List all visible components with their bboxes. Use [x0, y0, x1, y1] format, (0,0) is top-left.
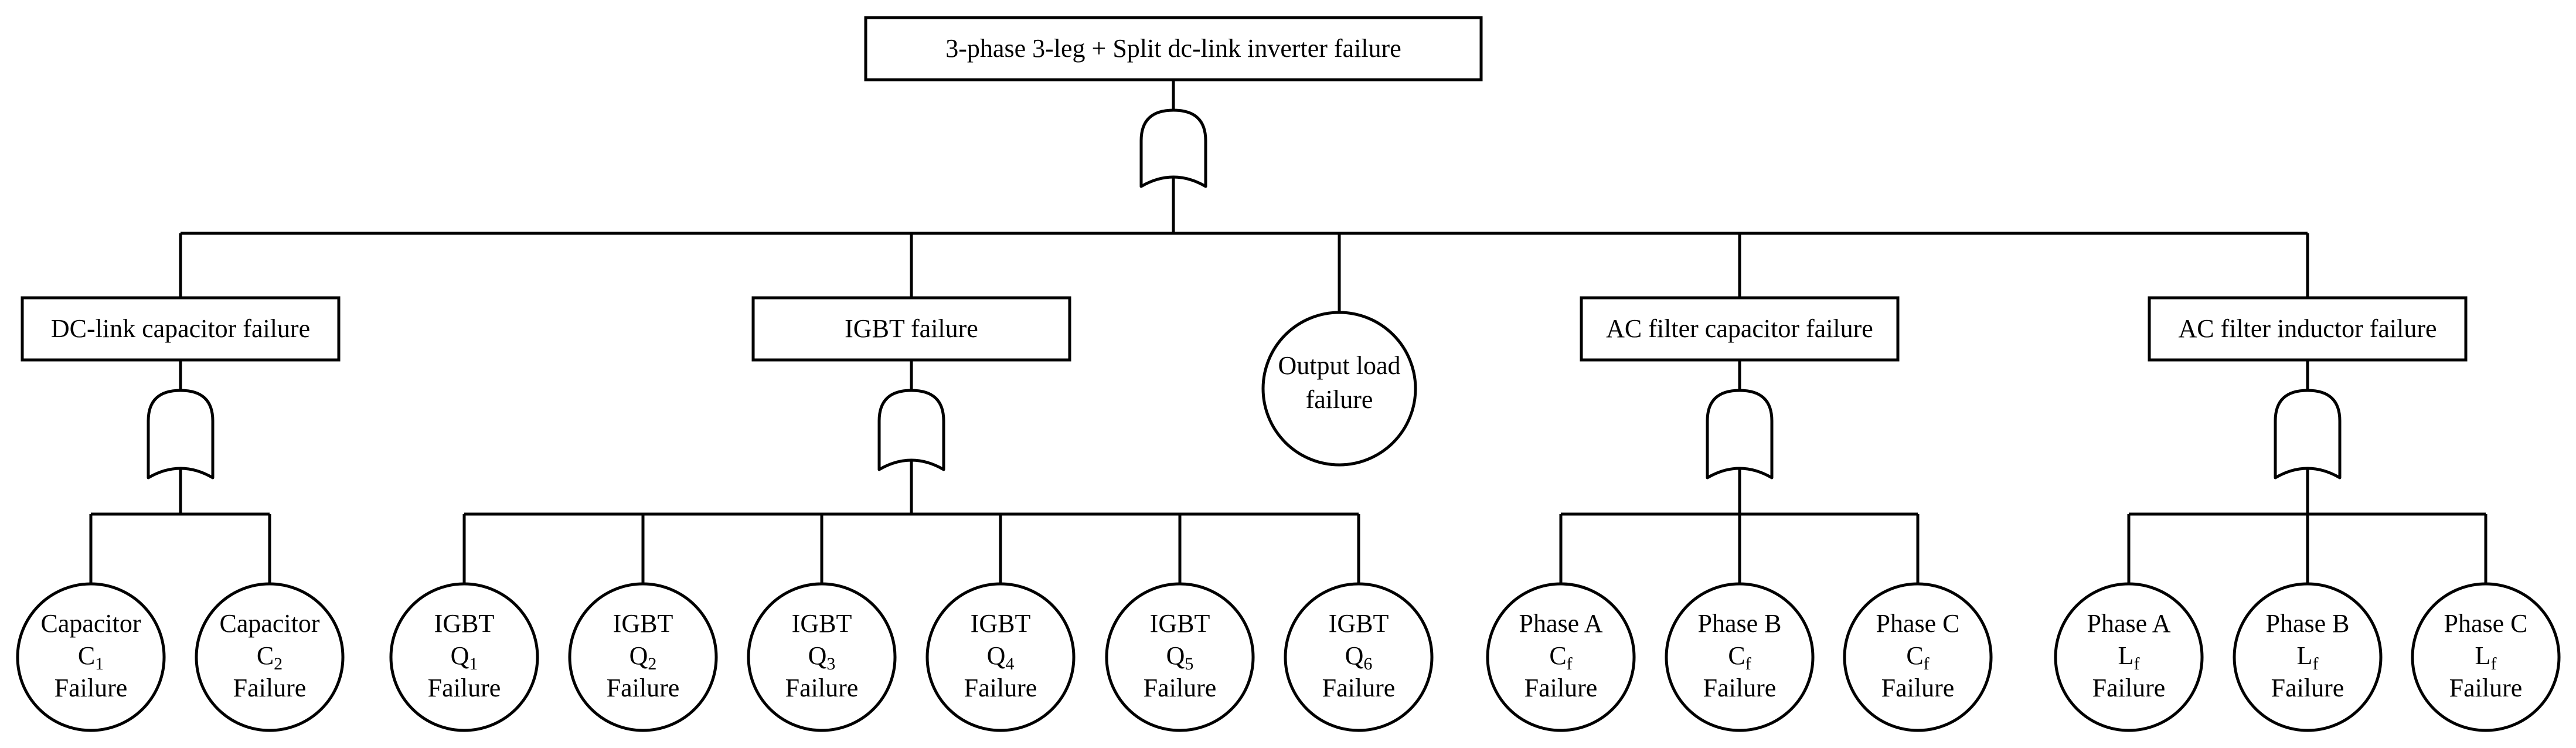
- basic-event-circle: [747, 582, 897, 732]
- basic-event-phase-b-cf: Phase B Cf Failure: [1665, 582, 1815, 732]
- basic-event-phase-c-lf: Phase C Lf Failure: [2411, 582, 2561, 732]
- basic-event-line3: Failure: [2271, 674, 2344, 702]
- basic-event-capacitor-c2: Capacitor C2 Failure: [195, 582, 345, 732]
- basic-event-phase-a-lf: Phase A Lf Failure: [2054, 582, 2204, 732]
- basic-event-circle: [16, 582, 166, 732]
- ac-filter-capacitor-box: [1580, 296, 1900, 362]
- igbt-failure: IGBT failure: [751, 296, 1071, 362]
- basic-event-symbol: Cf: [1728, 641, 1751, 674]
- ac-filter-inductor-failure: AC filter inductor failure: [2148, 296, 2468, 362]
- or-gate-ac-filter-inductor: [2274, 389, 2342, 480]
- dc-link-capacitor-failure: DC-link capacitor failure: [21, 296, 341, 362]
- basic-event-capacitor-c1: Capacitor C1 Failure: [16, 582, 166, 732]
- basic-event-symbol: Q3: [808, 641, 836, 674]
- igbt-box: [751, 296, 1071, 362]
- basic-event-circle: [1665, 582, 1815, 732]
- output-load-failure: Output load failure: [1261, 311, 1417, 467]
- basic-event-igbt-q4: IGBT Q4 Failure: [925, 582, 1076, 732]
- basic-event-circle: [2233, 582, 2383, 732]
- basic-event-line3: Failure: [233, 674, 307, 702]
- basic-event-igbt-q2: IGBT Q2 Failure: [568, 582, 718, 732]
- or-gate-top: [1139, 108, 1207, 188]
- basic-event-line3: Failure: [785, 674, 859, 702]
- basic-event-circle: [925, 582, 1076, 732]
- basic-event-symbol: Q5: [1166, 641, 1194, 674]
- ac-filter-capacitor-label: AC filter capacitor failure: [1606, 314, 1873, 343]
- basic-event-circle: [1843, 582, 1993, 732]
- basic-event-phase-c-cf: Phase C Cf Failure: [1843, 582, 1993, 732]
- output-load-line2: failure: [1306, 385, 1373, 414]
- basic-event-line1: Phase C: [2444, 609, 2528, 638]
- basic-event-line1: IGBT: [434, 609, 495, 638]
- top-event-box: [864, 16, 1483, 81]
- basic-event-igbt-q3: IGBT Q3 Failure: [747, 582, 897, 732]
- basic-event-circle: [2411, 582, 2561, 732]
- basic-event-line3: Failure: [1881, 674, 1955, 702]
- basic-event-symbol: Lf: [2475, 641, 2497, 674]
- or-gate-igbt: [877, 389, 945, 471]
- basic-event-line1: Capacitor: [40, 609, 141, 638]
- basic-event-symbol: Q1: [451, 641, 478, 674]
- basic-event-line3: Failure: [2092, 674, 2166, 702]
- or-gate-ac-filter-capacitor: [1706, 389, 1774, 480]
- top-event: 3-phase 3-leg + Split dc-link inverter f…: [864, 16, 1483, 81]
- basic-event-line1: IGBT: [971, 609, 1031, 638]
- dc-link-label: DC-link capacitor failure: [51, 314, 310, 343]
- basic-event-symbol: C1: [78, 641, 104, 674]
- basic-event-phase-b-lf: Phase B Lf Failure: [2233, 582, 2383, 732]
- igbt-label: IGBT failure: [845, 314, 978, 343]
- ac-filter-inductor-box: [2148, 296, 2468, 362]
- basic-event-line3: Failure: [1144, 674, 1217, 702]
- basic-event-line3: Failure: [428, 674, 501, 702]
- basic-event-symbol: Cf: [1549, 641, 1572, 674]
- basic-event-symbol: Q6: [1345, 641, 1373, 674]
- basic-event-line3: Failure: [1322, 674, 1396, 702]
- basic-event-circle: [195, 582, 345, 732]
- basic-event-symbol: Cf: [1906, 641, 1929, 674]
- basic-event-symbol: C2: [257, 641, 283, 674]
- basic-event-igbt-q5: IGBT Q5 Failure: [1105, 582, 1255, 732]
- basic-event-phase-a-cf: Phase A Cf Failure: [1486, 582, 1636, 732]
- basic-event-circle: [2054, 582, 2204, 732]
- basic-event-symbol: Lf: [2297, 641, 2319, 674]
- or-gate-dc-link: [147, 389, 215, 480]
- basic-event-line1: Phase A: [2087, 609, 2171, 638]
- basic-event-line3: Failure: [607, 674, 680, 702]
- basic-event-circle: [1486, 582, 1636, 732]
- basic-event-line3: Failure: [2449, 674, 2523, 702]
- basic-event-line1: Phase B: [1698, 609, 1782, 638]
- basic-event-line3: Failure: [1524, 674, 1598, 702]
- basic-event-circle: [1105, 582, 1255, 732]
- basic-event-line1: IGBT: [1150, 609, 1210, 638]
- basic-event-line1: Phase B: [2266, 609, 2350, 638]
- basic-event-igbt-q6: IGBT Q6 Failure: [1284, 582, 1434, 732]
- basic-event-line3: Failure: [1703, 674, 1777, 702]
- basic-event-line3: Failure: [964, 674, 1037, 702]
- top-event-label: 3-phase 3-leg + Split dc-link inverter f…: [945, 34, 1401, 63]
- ac-filter-capacitor-failure: AC filter capacitor failure: [1580, 296, 1900, 362]
- basic-event-circle: [568, 582, 718, 732]
- basic-event-circle: [1284, 582, 1434, 732]
- basic-event-line1: Phase A: [1519, 609, 1603, 638]
- basic-event-line1: IGBT: [792, 609, 852, 638]
- basic-event-line1: Capacitor: [219, 609, 319, 638]
- basic-event-line3: Failure: [55, 674, 128, 702]
- basic-event-line1: IGBT: [613, 609, 673, 638]
- output-load-circle: [1261, 311, 1417, 467]
- basic-event-symbol: Q2: [629, 641, 657, 674]
- ac-filter-inductor-label: AC filter inductor failure: [2178, 314, 2437, 343]
- basic-event-line1: Phase C: [1876, 609, 1960, 638]
- basic-event-circle: [389, 582, 539, 732]
- basic-event-igbt-q1: IGBT Q1 Failure: [389, 582, 539, 732]
- basic-event-symbol: Q4: [987, 641, 1015, 674]
- output-load-line1: Output load: [1278, 351, 1401, 380]
- basic-event-symbol: Lf: [2118, 641, 2140, 674]
- basic-event-line1: IGBT: [1329, 609, 1389, 638]
